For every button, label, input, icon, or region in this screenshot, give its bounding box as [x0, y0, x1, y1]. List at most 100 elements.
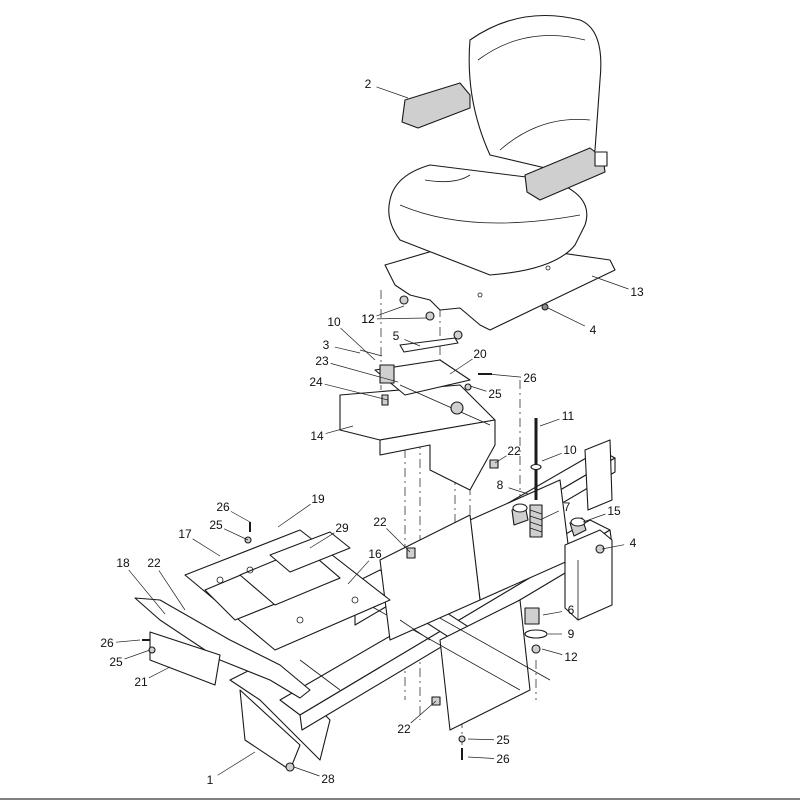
- callout-22: 22: [147, 556, 186, 611]
- leader-line: [324, 383, 389, 401]
- operator-seat: [388, 14, 608, 276]
- leader-line: [404, 339, 421, 347]
- callout-label: 12: [361, 312, 375, 326]
- callout-label: 3: [323, 338, 330, 352]
- leader-line: [541, 510, 560, 520]
- leader-line: [542, 611, 563, 616]
- callout-22: 22: [494, 444, 521, 464]
- callout-22: 22: [397, 700, 437, 736]
- leader-line: [376, 86, 409, 99]
- leader-line: [128, 569, 166, 615]
- callout-label: 17: [178, 527, 192, 541]
- callout-label: 2: [365, 77, 372, 91]
- callout-label: 29: [335, 521, 349, 535]
- leader-line: [230, 511, 251, 523]
- seat-support-bracket: [339, 359, 496, 491]
- callout-26: 26: [467, 752, 510, 766]
- callout-label: 23: [315, 354, 329, 368]
- callout-17: 17: [178, 527, 221, 557]
- callout-label: 15: [607, 504, 621, 518]
- leader-line: [192, 538, 221, 557]
- leader-line: [158, 570, 186, 611]
- gas-strut: [529, 418, 543, 538]
- callout-label: 11: [562, 409, 575, 423]
- leader-line: [508, 487, 529, 495]
- leader-line: [293, 766, 320, 777]
- callout-label: 22: [397, 722, 411, 736]
- callout-label: 7: [564, 500, 571, 514]
- callout-26: 26: [100, 636, 141, 650]
- callout-18: 18: [116, 556, 166, 615]
- base-frame: [229, 439, 616, 771]
- callout-1: 1: [207, 751, 256, 787]
- callout-label: 14: [310, 429, 324, 443]
- leader-line: [148, 666, 171, 679]
- callout-14: 14: [310, 425, 354, 443]
- callout-label: 10: [563, 443, 577, 457]
- callout-20: 20: [449, 347, 487, 375]
- callout-label: 13: [630, 285, 644, 299]
- callout-16: 16: [347, 547, 382, 585]
- callout-6: 6: [542, 603, 575, 617]
- callout-layer: 1234456789101011121212131415161718192021…: [100, 77, 644, 787]
- callout-label: 1: [207, 773, 214, 787]
- leader-line: [277, 503, 311, 528]
- leader-line: [124, 649, 151, 660]
- leader-line: [494, 455, 507, 464]
- callout-label: 26: [496, 752, 510, 766]
- callout-3: 3: [323, 338, 361, 354]
- callout-26: 26: [487, 371, 537, 385]
- leader-line: [217, 751, 256, 776]
- leader-line: [376, 317, 428, 320]
- leader-line: [330, 363, 399, 383]
- callout-25: 25: [469, 385, 502, 401]
- callout-label: 21: [134, 675, 148, 689]
- leader-line: [340, 327, 376, 361]
- callout-label: 26: [100, 636, 114, 650]
- callout-29: 29: [309, 521, 349, 549]
- callout-label: 8: [497, 478, 504, 492]
- callout-label: 18: [116, 556, 130, 570]
- leader-line: [591, 275, 629, 290]
- callout-11: 11: [539, 409, 575, 427]
- callout-label: 24: [309, 375, 323, 389]
- leader-line: [449, 358, 473, 375]
- callout-4: 4: [601, 536, 637, 550]
- callout-23: 23: [315, 354, 399, 383]
- callout-label: 20: [473, 347, 487, 361]
- callout-label: 25: [209, 518, 223, 532]
- callout-10: 10: [541, 443, 577, 462]
- callout-12: 12: [541, 648, 578, 664]
- leader-line: [467, 738, 495, 741]
- callout-label: 4: [590, 323, 597, 337]
- callout-22: 22: [373, 515, 411, 553]
- callout-12: 12: [361, 305, 405, 326]
- leader-line: [334, 346, 361, 354]
- callout-label: 25: [488, 387, 502, 401]
- callout-label: 26: [216, 500, 230, 514]
- leader-line: [376, 305, 405, 317]
- callout-label: 22: [373, 515, 387, 529]
- callout-label: 25: [109, 655, 123, 669]
- callout-25: 25: [467, 733, 510, 747]
- callout-5: 5: [393, 329, 421, 347]
- callout-4: 4: [547, 307, 597, 337]
- leader-line: [541, 452, 562, 462]
- callout-7: 7: [541, 500, 571, 520]
- callout-21: 21: [134, 666, 171, 689]
- callout-label: 12: [361, 312, 375, 326]
- leader-line: [601, 544, 625, 550]
- callout-13: 13: [591, 275, 644, 299]
- callout-label: 19: [311, 492, 325, 506]
- leader-line: [547, 307, 586, 327]
- leader-line: [467, 756, 495, 759]
- leader-line: [541, 648, 563, 655]
- leader-line: [224, 528, 249, 541]
- slide-rails: [359, 337, 459, 357]
- callout-label: 10: [327, 315, 341, 329]
- callout-label: 5: [393, 329, 400, 343]
- leader-line: [309, 532, 335, 549]
- callout-25: 25: [209, 518, 249, 541]
